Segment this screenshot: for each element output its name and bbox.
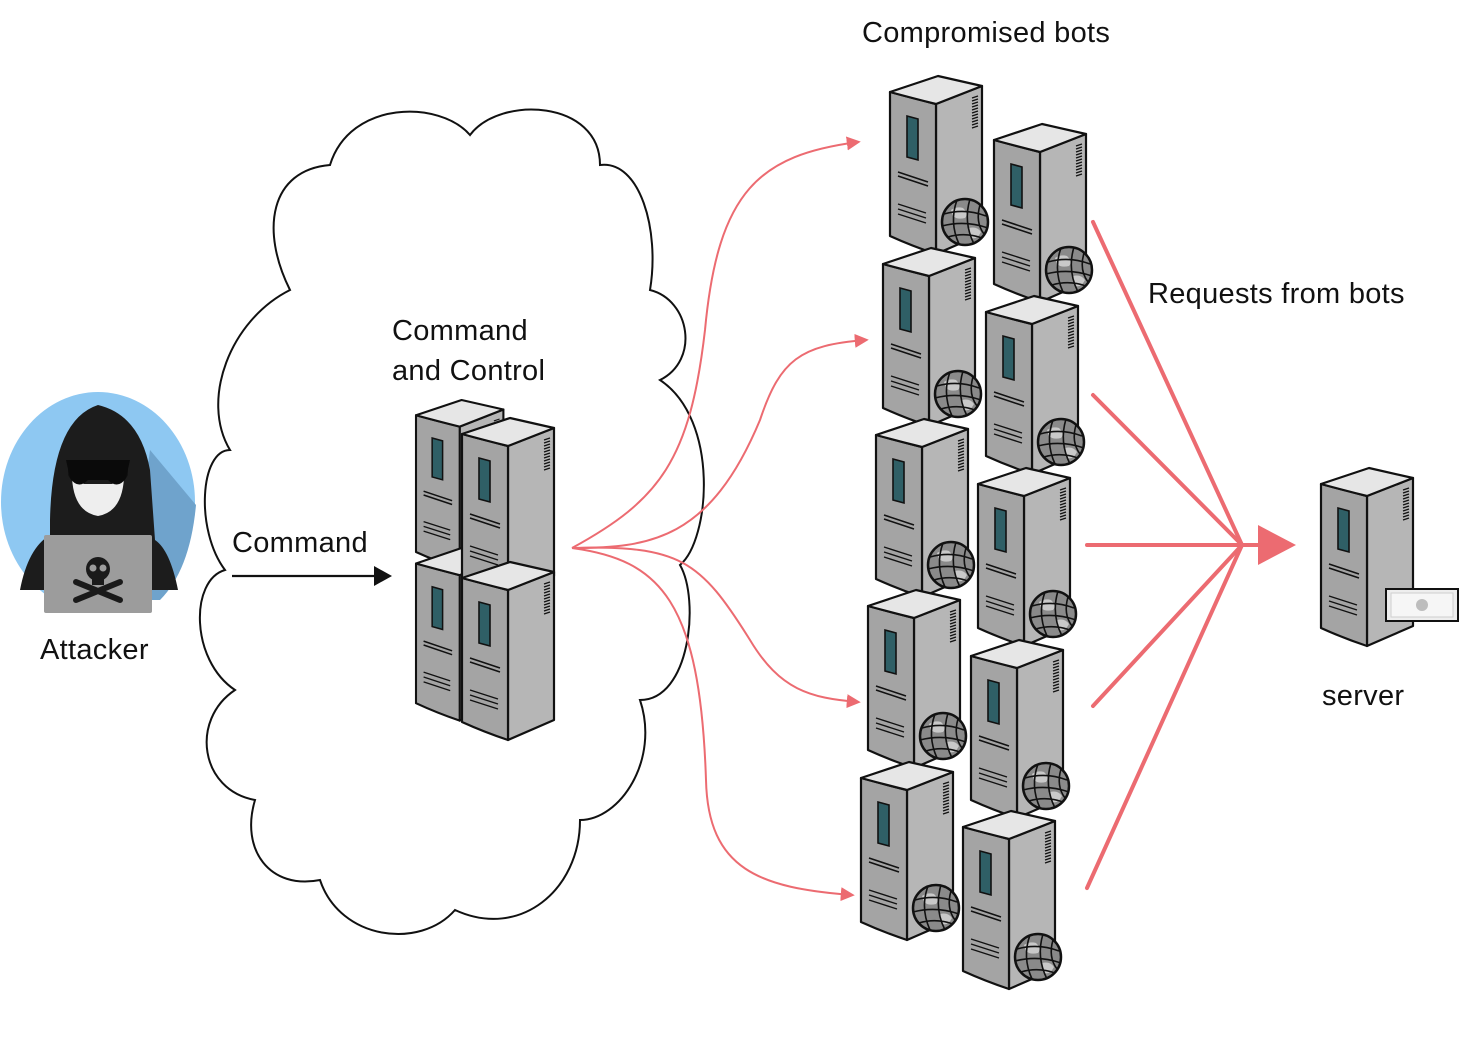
bot-server (969, 638, 1071, 820)
c2-to-bots-arrows (571, 136, 869, 902)
bot-server (866, 588, 968, 770)
compromised-bots-label: Compromised bots (862, 17, 1111, 49)
target-server (1319, 466, 1459, 648)
compromised-bots (859, 74, 1094, 991)
bot-server (881, 246, 983, 428)
c2-arrow-4 (571, 547, 855, 902)
bot-server (888, 74, 990, 256)
server-label: server (1322, 680, 1405, 712)
requests-from-bots-label: Requests from bots (1148, 278, 1405, 310)
bot-server (976, 466, 1078, 648)
command-label: Command (232, 527, 368, 559)
c2-arrow-2 (571, 333, 869, 549)
skull-crossbones-icon (73, 557, 123, 603)
money-icon (1385, 588, 1459, 622)
c2-arrow-1 (571, 136, 861, 549)
bot-server (874, 417, 976, 599)
bot-server (961, 809, 1063, 991)
command-and-control-servers (414, 398, 556, 742)
bot-server (984, 294, 1086, 476)
attacker-avatar (1, 392, 196, 613)
attacker-label: Attacker (40, 634, 149, 666)
command-and-control-label: Command and Control (392, 315, 546, 387)
bot-server (992, 122, 1094, 304)
c2-server-icon (460, 560, 556, 742)
bot-server (859, 760, 961, 942)
command-arrow (232, 566, 392, 586)
c2-arrow-3 (571, 546, 861, 709)
bot-requests-arrows (1085, 220, 1296, 890)
